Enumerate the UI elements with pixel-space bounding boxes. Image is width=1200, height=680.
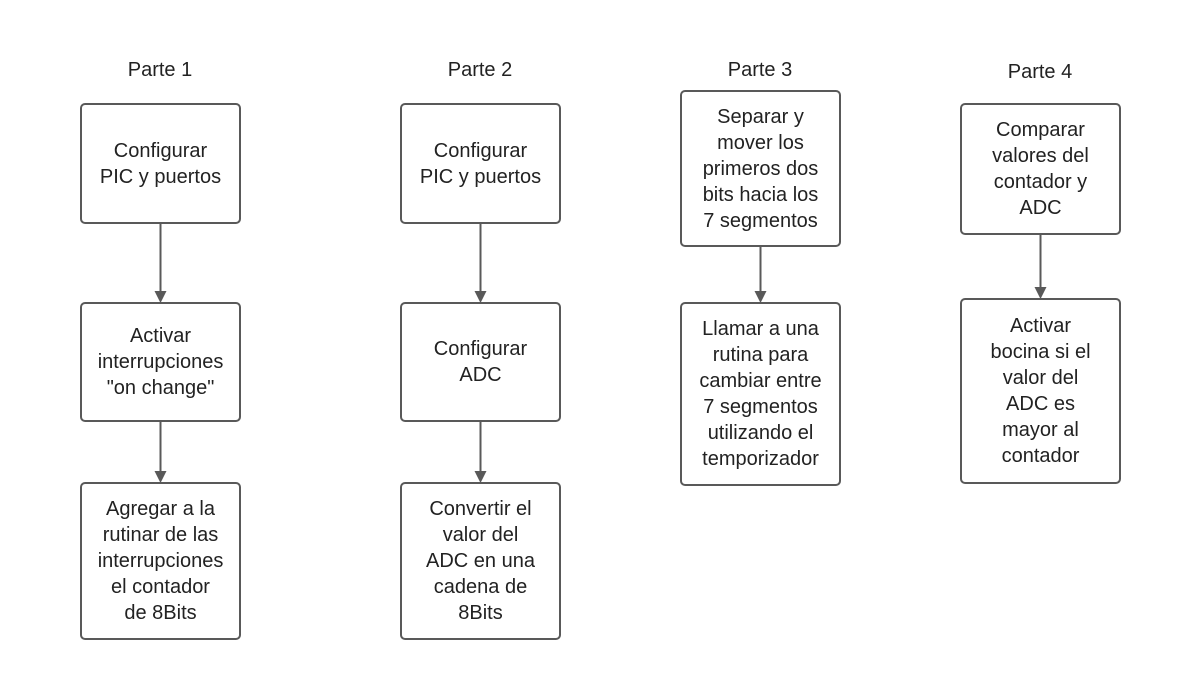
column-title-parte-1: Parte 1 xyxy=(127,59,193,81)
step-box-parte-3-1: Separar y mover los primeros dos bits ha… xyxy=(680,90,841,247)
step-box-parte-2-3: Convertir el valor del ADC en una cadena… xyxy=(400,482,561,640)
column-title-parte-2: Parte 2 xyxy=(447,59,513,81)
step-box-parte-4-1: Comparar valores del contador y ADC xyxy=(960,103,1121,235)
step-box-parte-2-1: Configurar PIC y puertos xyxy=(400,103,561,224)
step-box-parte-3-2: Llamar a una rutina para cambiar entre 7… xyxy=(680,302,841,486)
step-box-parte-4-2: Activar bocina si el valor del ADC es ma… xyxy=(960,298,1121,484)
step-box-parte-2-2: Configurar ADC xyxy=(400,302,561,422)
column-title-parte-3: Parte 3 xyxy=(727,59,793,81)
step-box-parte-1-2: Activar interrupciones "on change" xyxy=(80,302,241,422)
step-box-parte-1-3: Agregar a la rutinar de las interrupcion… xyxy=(80,482,241,640)
column-title-parte-4: Parte 4 xyxy=(1007,61,1073,83)
step-box-parte-1-1: Configurar PIC y puertos xyxy=(80,103,241,224)
